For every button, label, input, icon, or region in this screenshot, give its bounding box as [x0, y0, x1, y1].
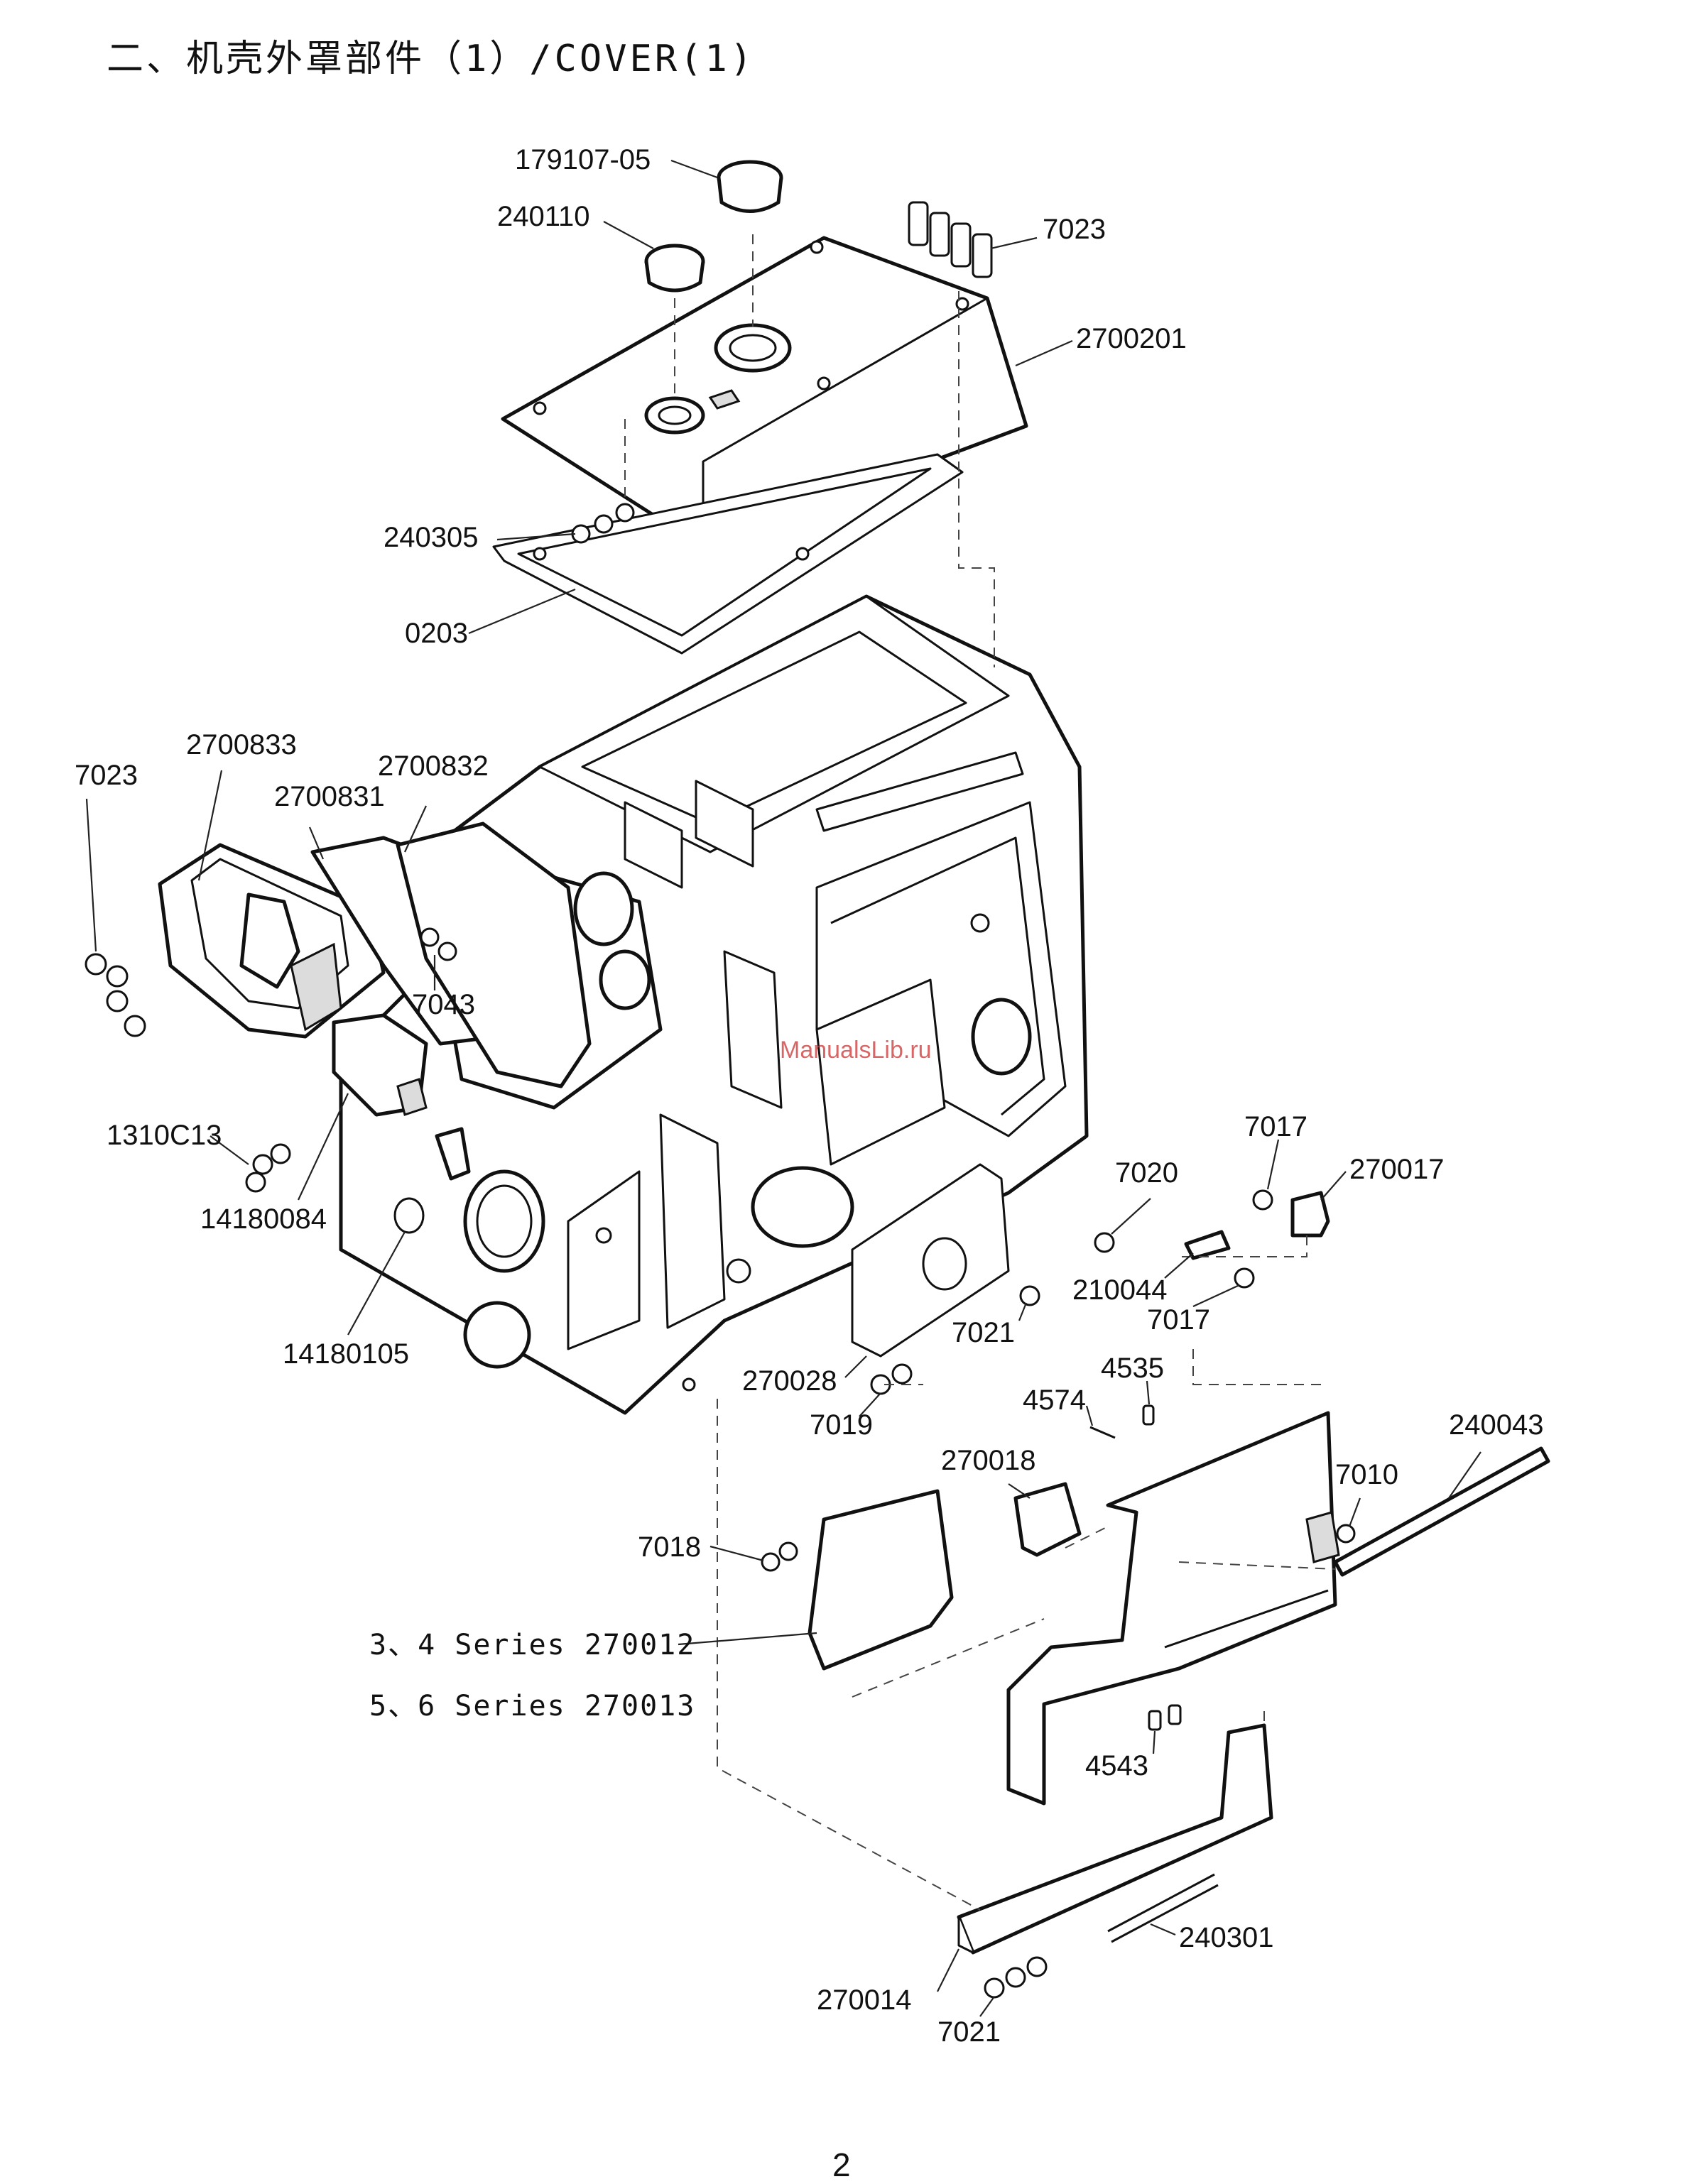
lever-210044: [1186, 1232, 1254, 1287]
screws-7023-top: [909, 202, 991, 277]
label-4535: 4535: [1101, 1353, 1164, 1384]
label-7020: 7020: [1115, 1157, 1178, 1189]
label-7017-b: 7017: [1147, 1304, 1210, 1336]
label-7018: 7018: [638, 1531, 701, 1563]
label-7010: 7010: [1335, 1459, 1398, 1490]
set-screws-4535-4574: [1090, 1406, 1153, 1438]
label-210044: 210044: [1072, 1274, 1167, 1306]
label-240110: 240110: [497, 201, 590, 232]
label-270017: 270017: [1349, 1154, 1444, 1185]
screws-7023-left: [86, 954, 145, 1036]
series-note-270013: 5、6 Series 270013: [369, 1690, 695, 1722]
screws-4543: [1149, 1705, 1180, 1730]
label-7021-mid: 7021: [952, 1317, 1015, 1348]
screw-7010: [1337, 1525, 1354, 1542]
bracket-270017: [1254, 1191, 1328, 1235]
watermark: ManualsLib.ru: [780, 1037, 932, 1064]
plug-240110: [646, 246, 703, 290]
back-cover: [1008, 1413, 1339, 1803]
screws-7021-bottom: [985, 1958, 1046, 1997]
label-7023-top: 7023: [1043, 214, 1106, 245]
label-270018: 270018: [941, 1445, 1035, 1476]
label-240043: 240043: [1449, 1409, 1543, 1441]
label-7019: 7019: [810, 1409, 873, 1441]
label-2700831: 2700831: [274, 781, 385, 812]
screws-7019: [871, 1365, 911, 1394]
label-14180084: 14180084: [200, 1203, 327, 1235]
label-7017-a: 7017: [1244, 1111, 1307, 1142]
series-note-270012: 3、4 Series 270012: [369, 1629, 695, 1661]
label-2700832: 2700832: [378, 750, 489, 782]
screws-7021-mid: [1021, 1287, 1039, 1305]
label-2700833: 2700833: [186, 729, 297, 760]
label-7021-bottom: 7021: [937, 2016, 1001, 2048]
label-14180105: 14180105: [283, 1338, 409, 1370]
screws-7020: [1095, 1233, 1114, 1252]
oil-cap-179107-05: [719, 162, 781, 212]
screws-7018: [762, 1543, 797, 1571]
label-7023-left: 7023: [75, 760, 138, 791]
label-4574: 4574: [1023, 1385, 1086, 1416]
label-179107-05: 179107-05: [515, 144, 651, 175]
label-270028: 270028: [742, 1365, 837, 1397]
label-240301: 240301: [1179, 1922, 1273, 1953]
label-0203: 0203: [405, 618, 468, 649]
label-1310C13: 1310C13: [107, 1120, 222, 1151]
plate-270012-270013: [810, 1491, 952, 1669]
label-4543: 4543: [1085, 1750, 1148, 1781]
label-7043: 7043: [412, 989, 475, 1020]
label-240305: 240305: [384, 522, 478, 553]
screws-1310C13: [246, 1145, 290, 1191]
page-number: 2: [832, 2146, 851, 2184]
label-2700201: 2700201: [1076, 323, 1187, 354]
label-270014: 270014: [817, 1984, 911, 2016]
